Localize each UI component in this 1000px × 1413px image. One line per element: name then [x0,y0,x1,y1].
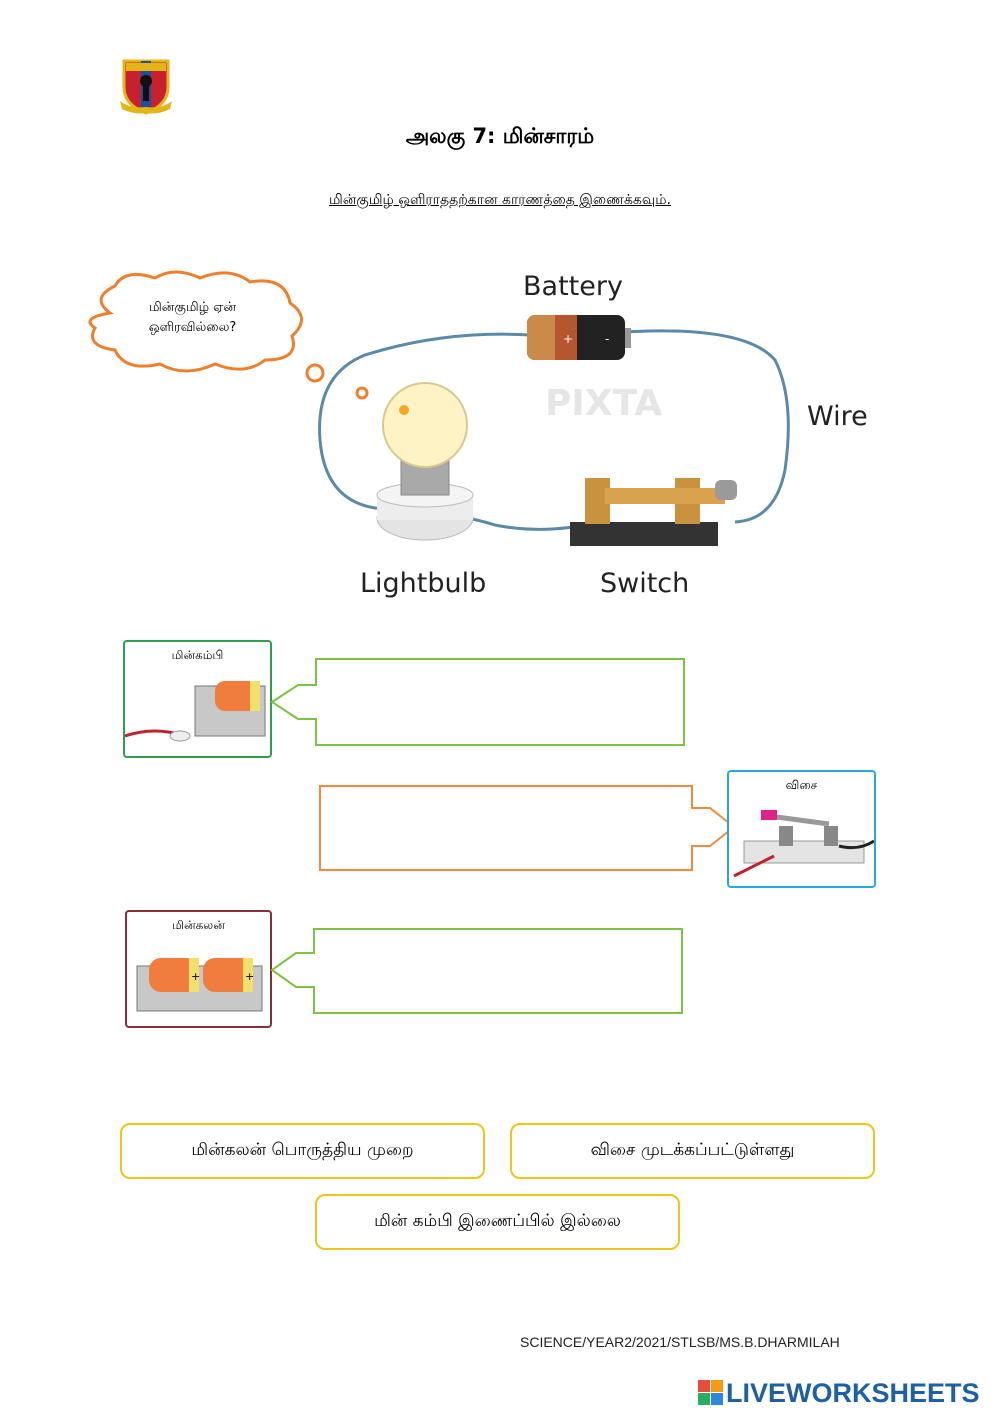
wire-battery-holder-icon [125,681,266,742]
thought-line-1: மின்குமிழ் ஏன் [149,300,236,315]
switch-label: Switch [600,568,689,599]
lightbulb-label: Lightbulb [360,568,486,599]
answer-option-battery-placement[interactable]: மின்கலன் பொருத்திய முறை [120,1123,485,1179]
thought-bubble [88,270,303,373]
image-card-battery: மின்கலன் + + [125,910,272,1028]
switch-icon [570,478,737,546]
image-card-label: மின்கலன் [172,918,225,932]
knife-switch-icon [733,810,874,878]
school-crest-logo [120,59,172,115]
wire-label: Wire [807,401,868,432]
svg-text:-: - [605,332,609,346]
thought-bubble-dots [305,363,369,400]
image-card-label: மின்கம்பி [171,648,224,662]
wire [318,329,790,531]
battery-label: Battery [523,271,623,302]
answer-drop-box-2[interactable] [318,784,738,874]
watermark-text: PIXTA [545,383,662,424]
image-card-switch: விசை [727,770,876,888]
svg-text:+: + [245,970,254,983]
answer-option-switch-off[interactable]: விசை முடக்கப்பட்டுள்ளது [510,1123,875,1179]
thought-line-2: ஒளிரவில்லை? [148,320,237,335]
answer-option-wire-disconnected[interactable]: மின் கம்பி இணைப்பில் இல்லை [315,1194,680,1250]
lightbulb-icon [376,382,474,541]
svg-text:+: + [563,332,573,346]
instruction-text: மின்குமிழ் ஒளிராததற்கான காரணத்தை இணைக்கவ… [329,192,671,208]
image-card-wire: மின்கம்பி [123,640,272,758]
liveworksheets-brand[interactable]: LIVEWORKSHEETS [698,1378,980,1408]
answer-drop-box-1[interactable] [268,657,688,749]
page-title: அலகு 7: மின்சாரம் [405,124,595,148]
thought-bubble-question: மின்குமிழ் ஏன் ஒளிரவில்லை? [105,298,280,338]
footer-credit: SCIENCE/YEAR2/2021/STLSB/MS.B.DHARMILAH [520,1334,840,1350]
battery-icon: + - [527,315,631,360]
image-card-label: விசை [785,778,818,792]
circuit-diagram: PIXTA + - Battery Wire Lightbulb Switch [318,271,868,599]
svg-text:+: + [191,970,200,983]
liveworksheets-logo-icon [698,1380,723,1405]
answer-drop-box-3[interactable] [268,927,686,1017]
battery-holder-icon: + + [136,958,263,1012]
brand-text: LIVEWORKSHEETS [726,1377,980,1408]
